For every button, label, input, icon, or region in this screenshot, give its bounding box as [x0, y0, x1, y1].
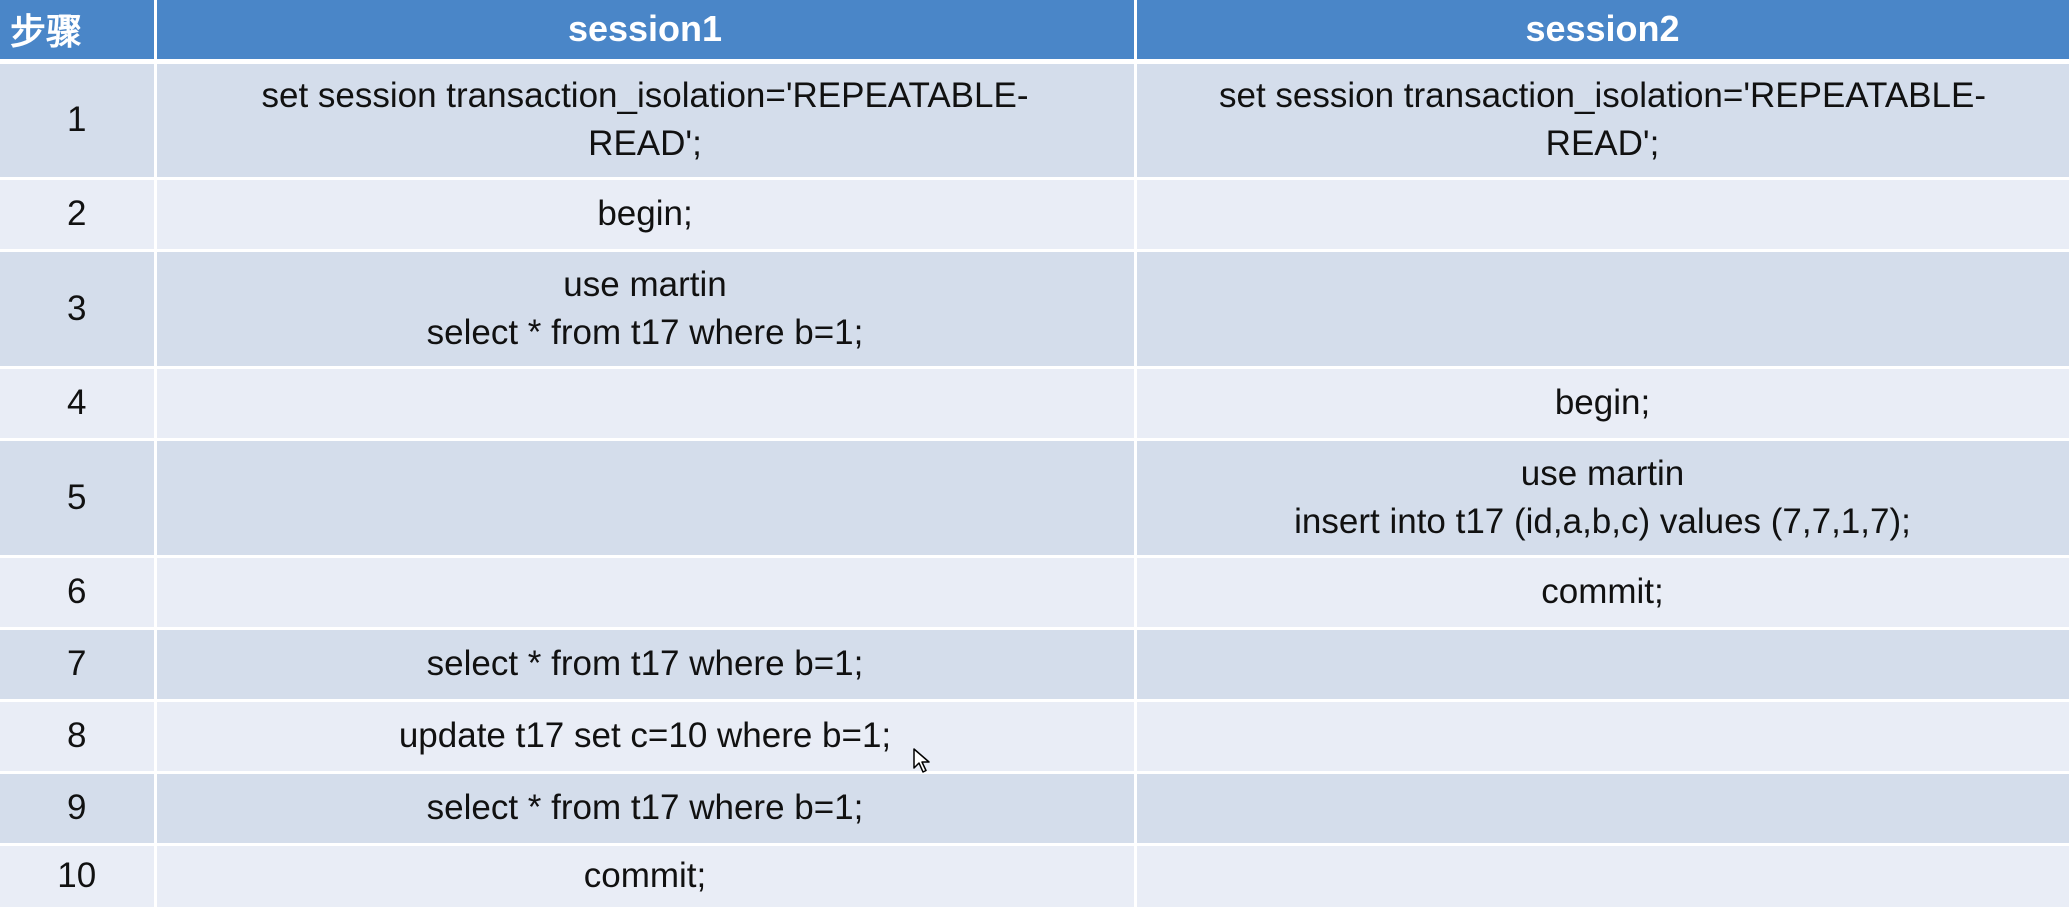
session2-cell	[1135, 700, 2070, 774]
session2-text: set session transaction_isolation='REPEA…	[1218, 76, 1986, 115]
session1-text: select * from t17 where b=1;	[426, 312, 864, 352]
session1-text: set session transaction_isolation='REPEA…	[261, 76, 1029, 115]
table-row: 6 commit;	[0, 556, 2070, 630]
table-row: 3 use martin select * from t17 where b=1…	[0, 250, 2070, 369]
step-number: 6	[0, 556, 157, 630]
table-row: 1 set session transaction_isolation='REP…	[0, 61, 2070, 180]
session1-cell: use martin select * from t17 where b=1;	[155, 250, 1137, 369]
session2-text: use martin	[1520, 453, 1685, 493]
session2-cell	[1135, 772, 2070, 846]
session2-text: READ';	[1545, 124, 1660, 163]
table-row: 9 select * from t17 where b=1;	[0, 772, 2070, 846]
session2-text: commit;	[1541, 572, 1664, 611]
step-number: 3	[0, 250, 157, 369]
session2-cell	[1135, 178, 2070, 252]
session1-cell: begin;	[155, 178, 1137, 252]
session2-cell	[1135, 844, 2070, 910]
session2-cell: set session transaction_isolation='REPEA…	[1135, 61, 2070, 180]
table-row: 5 use martin insert into t17 (id,a,b,c) …	[0, 439, 2070, 558]
step-number: 10	[0, 844, 157, 910]
session2-text: begin;	[1554, 383, 1651, 422]
mouse-pointer-icon	[913, 748, 930, 773]
session1-cell	[155, 556, 1137, 630]
table-header-row: 步骤 session1 session2	[0, 0, 2070, 64]
session1-text: begin;	[597, 194, 693, 233]
step-number: 7	[0, 628, 157, 702]
table-row: 4 begin;	[0, 367, 2070, 441]
session1-cell: update t17 set c=10 where b=1;	[155, 700, 1137, 774]
session2-text: insert into t17 (id,a,b,c) values (7,7,1…	[1294, 501, 1911, 541]
session1-cell: select * from t17 where b=1;	[155, 772, 1137, 846]
session2-cell: use martin insert into t17 (id,a,b,c) va…	[1135, 439, 2070, 558]
header-session2: session2	[1135, 0, 2070, 64]
header-session1: session1	[155, 0, 1137, 64]
session1-cell: commit;	[155, 844, 1137, 910]
step-number: 4	[0, 367, 157, 441]
session1-cell	[155, 439, 1137, 558]
table-row: 8 update t17 set c=10 where b=1;	[0, 700, 2070, 774]
session2-cell	[1135, 628, 2070, 702]
step-number: 5	[0, 439, 157, 558]
session1-cell: select * from t17 where b=1;	[155, 628, 1137, 702]
session1-text: use martin	[563, 264, 727, 304]
session1-cell	[155, 367, 1137, 441]
step-number: 8	[0, 700, 157, 774]
step-number: 9	[0, 772, 157, 846]
session2-cell: commit;	[1135, 556, 2070, 630]
step-number: 2	[0, 178, 157, 252]
table-row: 7 select * from t17 where b=1;	[0, 628, 2070, 702]
step-number: 1	[0, 61, 157, 180]
table-row: 10 commit;	[0, 844, 2070, 910]
table-row: 2 begin;	[0, 178, 2070, 252]
header-step: 步骤	[0, 0, 157, 64]
session2-cell: begin;	[1135, 367, 2070, 441]
session1-text: update t17 set c=10 where b=1;	[398, 716, 892, 755]
session1-text: select * from t17 where b=1;	[426, 788, 864, 827]
session1-text: READ';	[588, 124, 702, 163]
session1-text: select * from t17 where b=1;	[426, 644, 864, 683]
session2-cell	[1135, 250, 2070, 369]
session1-cell: set session transaction_isolation='REPEA…	[155, 61, 1137, 180]
session1-text: commit;	[583, 856, 707, 895]
table-body: 1 set session transaction_isolation='REP…	[0, 61, 2070, 910]
